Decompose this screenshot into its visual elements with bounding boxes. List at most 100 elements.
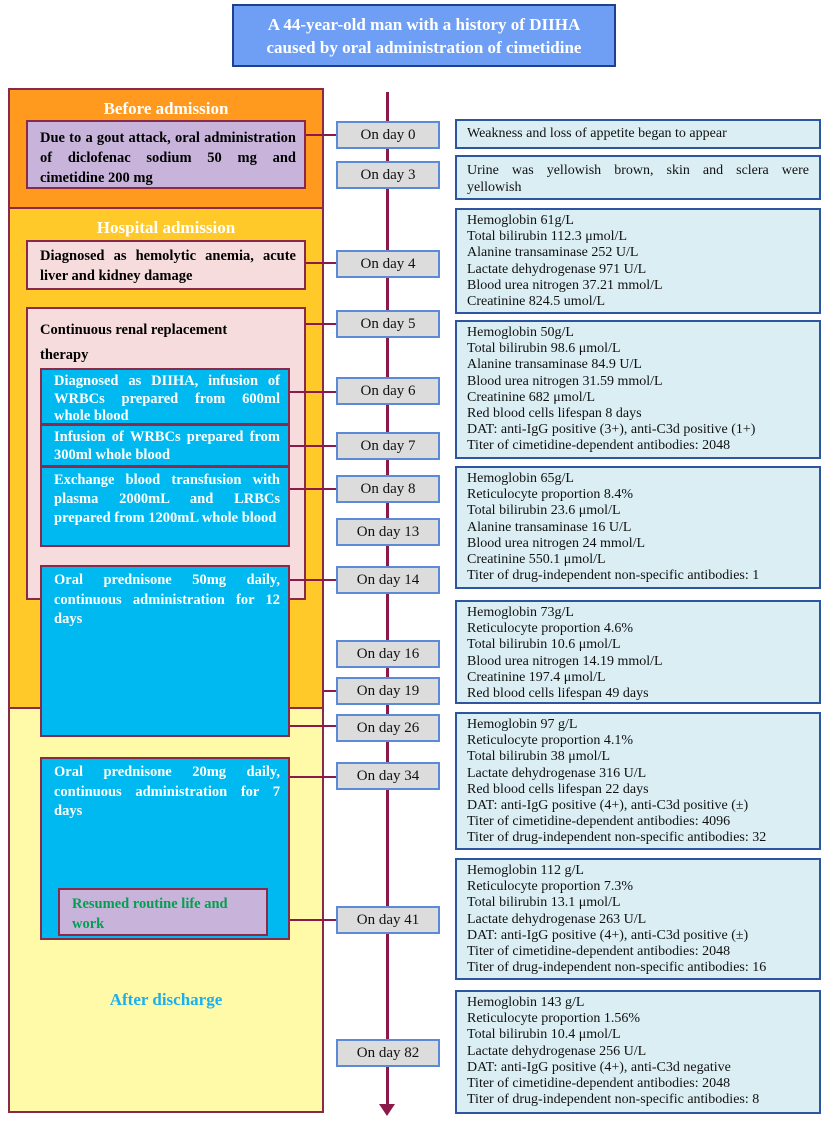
- prednisone-50-text: Oral prednisone 50mg daily, continuous a…: [54, 572, 280, 627]
- info-line: Red blood cells lifespan 22 days: [467, 781, 649, 797]
- info-line: DAT: anti-IgG positive (4+), anti-C3d ne…: [467, 1059, 731, 1075]
- info-line: Total bilirubin 38 μmol/L: [467, 749, 611, 765]
- info-line: Reticulocyte proportion 4.1%: [467, 733, 634, 749]
- prednisone-50-box: Oral prednisone 50mg daily, continuous a…: [40, 565, 290, 737]
- day-box-7: On day 7: [336, 432, 440, 460]
- day-box-13: On day 13: [336, 518, 440, 546]
- info-line: Hemoglobin 112 g/L: [467, 863, 584, 878]
- info-line: Total bilirubin 98.6 μmol/L: [467, 341, 621, 357]
- info-line: Hemoglobin 73g/L: [467, 605, 574, 620]
- info-line: Total bilirubin 10.6 μmol/L: [467, 637, 621, 653]
- info-day16: Hemoglobin 73g/L Reticulocyte proportion…: [455, 600, 821, 704]
- title-line-1: A 44-year-old man with a history of DIIH…: [267, 15, 581, 34]
- info-line: Reticulocyte proportion 1.56%: [467, 1011, 641, 1027]
- info-day3: Urine was yellowish brown, skin and scle…: [455, 155, 821, 200]
- info-day34: Hemoglobin 97 g/L Reticulocyte proportio…: [455, 712, 821, 850]
- info-line: Titer of cimetidine-dependent antibodies…: [467, 438, 731, 454]
- info-day8: Hemoglobin 65g/L Reticulocyte proportion…: [455, 466, 821, 589]
- info-line: Hemoglobin 97 g/L: [467, 717, 578, 732]
- diagram-title: A 44-year-old man with a history of DIIH…: [232, 4, 616, 67]
- timeline-arrowhead: [379, 1104, 395, 1116]
- info-line: Titer of drug-independent non-specific a…: [467, 568, 760, 584]
- timeline-axis: [386, 92, 389, 1110]
- info-line: DAT: anti-IgG positive (4+), anti-C3d po…: [467, 927, 749, 943]
- info-line: yellowish: [467, 180, 522, 195]
- day-box-6: On day 6: [336, 377, 440, 405]
- day-box-14: On day 14: [336, 566, 440, 594]
- info-line: Total bilirubin 10.4 μmol/L: [467, 1027, 621, 1043]
- info-line: Lactate dehydrogenase 316 U/L: [467, 765, 647, 781]
- info-line: Titer of drug-independent non-specific a…: [467, 830, 767, 846]
- diagnosis-box: Diagnosed as hemolytic anemia, acute liv…: [26, 240, 306, 290]
- info-line: Hemoglobin 143 g/L: [467, 995, 585, 1010]
- info-line: Red blood cells lifespan 49 days: [467, 686, 649, 702]
- info-line: Lactate dehydrogenase 263 U/L: [467, 911, 647, 927]
- day-box-34: On day 34: [336, 762, 440, 790]
- wrbc-300-text: Infusion of WRBCs prepared from 300ml wh…: [54, 429, 280, 463]
- info-line: Hemoglobin 61g/L: [467, 213, 574, 228]
- prednisone-20-text: Oral prednisone 20mg daily, continuous a…: [54, 764, 280, 819]
- info-line: Urine was yellowish brown, skin and scle…: [467, 163, 809, 178]
- diiha-infusion-box: Diagnosed as DIIHA, infusion of WRBCs pr…: [40, 368, 290, 425]
- info-line: Creatinine 197.4 μmol/L: [467, 669, 606, 685]
- info-line: Blood urea nitrogen 24 mmol/L: [467, 535, 646, 551]
- info-line: Red blood cells lifespan 8 days: [467, 406, 642, 422]
- resumed-life-text: Resumed routine life and work: [72, 896, 228, 932]
- info-line: Alanine transaminase 252 U/L: [467, 245, 639, 261]
- info-line: Weakness and loss of appetite began to a…: [467, 126, 727, 141]
- gout-medication-text: Due to a gout attack, oral administratio…: [40, 130, 296, 186]
- phase-after-label: After discharge: [109, 990, 223, 1009]
- day-box-19: On day 19: [336, 677, 440, 705]
- day-box-8: On day 8: [336, 475, 440, 503]
- gout-medication-box: Due to a gout attack, oral administratio…: [26, 120, 306, 189]
- day-box-3: On day 3: [336, 161, 440, 189]
- crrt-text: Continuous renal replacement therapy: [40, 322, 228, 363]
- info-line: Alanine transaminase 16 U/L: [467, 519, 632, 535]
- info-day82: Hemoglobin 143 g/L Reticulocyte proporti…: [455, 990, 821, 1114]
- day-box-4: On day 4: [336, 250, 440, 278]
- day-box-0: On day 0: [336, 121, 440, 149]
- wrbc-300-box: Infusion of WRBCs prepared from 300ml wh…: [40, 424, 290, 467]
- info-line: DAT: anti-IgG positive (3+), anti-C3d po…: [467, 422, 756, 438]
- day-box-16: On day 16: [336, 640, 440, 668]
- info-line: Lactate dehydrogenase 971 U/L: [467, 261, 647, 277]
- info-line: Hemoglobin 50g/L: [467, 325, 574, 340]
- diagnosis-text: Diagnosed as hemolytic anemia, acute liv…: [40, 248, 296, 284]
- title-line-2: caused by oral administration of cimetid…: [266, 38, 582, 57]
- info-line: Total bilirubin 23.6 μmol/L: [467, 503, 621, 519]
- info-line: Titer of drug-independent non-specific a…: [467, 1092, 760, 1108]
- exchange-transfusion-box: Exchange blood transfusion with plasma 2…: [40, 466, 290, 547]
- info-line: Total bilirubin 112.3 μmol/L: [467, 229, 627, 245]
- day-box-5: On day 5: [336, 310, 440, 338]
- info-line: Reticulocyte proportion 4.6%: [467, 621, 634, 637]
- info-day6: Hemoglobin 50g/L Total bilirubin 98.6 μm…: [455, 320, 821, 459]
- exchange-transfusion-text: Exchange blood transfusion with plasma 2…: [54, 472, 280, 526]
- info-line: Titer of cimetidine-dependent antibodies…: [467, 944, 731, 960]
- info-line: Alanine transaminase 84.9 U/L: [467, 357, 642, 373]
- info-day41: Hemoglobin 112 g/L Reticulocyte proporti…: [455, 858, 821, 980]
- phase-hospital-label: Hospital admission: [96, 218, 236, 237]
- info-line: Blood urea nitrogen 14.19 mmol/L: [467, 653, 663, 669]
- info-line: Creatinine 824.5 umol/L: [467, 294, 606, 310]
- info-line: Creatinine 682 μmol/L: [467, 389, 596, 405]
- info-line: Lactate dehydrogenase 256 U/L: [467, 1043, 647, 1059]
- info-line: Hemoglobin 65g/L: [467, 471, 574, 486]
- info-line: DAT: anti-IgG positive (4+), anti-C3d po…: [467, 798, 749, 814]
- info-line: Titer of cimetidine-dependent antibodies…: [467, 814, 731, 830]
- diiha-infusion-text: Diagnosed as DIIHA, infusion of WRBCs pr…: [54, 373, 280, 424]
- info-line: Titer of drug-independent non-specific a…: [467, 960, 767, 976]
- info-day0: Weakness and loss of appetite began to a…: [455, 119, 821, 149]
- info-line: Creatinine 550.1 μmol/L: [467, 552, 606, 568]
- info-day4: Hemoglobin 61g/L Total bilirubin 112.3 μ…: [455, 208, 821, 314]
- info-line: Blood urea nitrogen 37.21 mmol/L: [467, 277, 663, 293]
- resumed-life-box: Resumed routine life and work: [58, 888, 268, 936]
- day-box-41: On day 41: [336, 906, 440, 934]
- info-line: Titer of cimetidine-dependent antibodies…: [467, 1076, 731, 1092]
- info-line: Reticulocyte proportion 7.3%: [467, 879, 634, 895]
- info-line: Total bilirubin 13.1 μmol/L: [467, 895, 621, 911]
- info-line: Reticulocyte proportion 8.4%: [467, 487, 634, 503]
- phase-before-label: Before admission: [103, 99, 229, 118]
- day-box-26: On day 26: [336, 714, 440, 742]
- info-line: Blood urea nitrogen 31.59 mmol/L: [467, 373, 663, 389]
- day-box-82: On day 82: [336, 1039, 440, 1067]
